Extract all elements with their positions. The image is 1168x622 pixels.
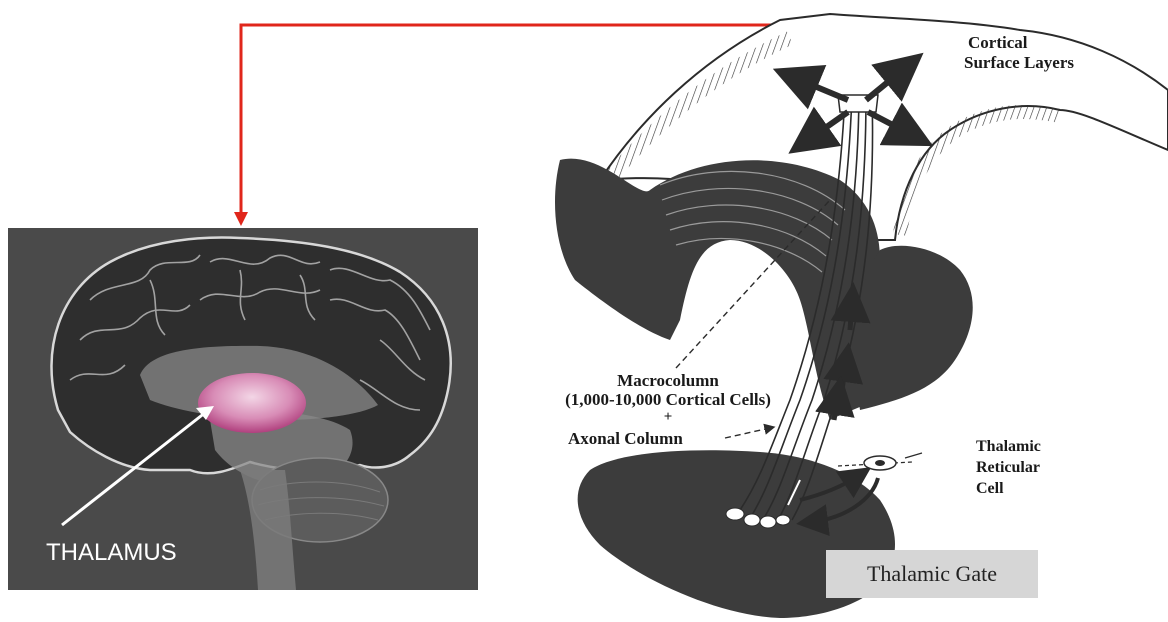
- cortical-surface-label-1: Cortical: [968, 33, 1028, 52]
- cortex-illustration: [555, 14, 1168, 618]
- reticular-label-1: Thalamic: [976, 438, 1041, 455]
- thalamic-gate-label: Thalamic Gate: [826, 550, 1038, 598]
- macrocolumn-label-1: Macrocolumn: [617, 371, 719, 390]
- macrocolumn-label-2: (1,000-10,000 Cortical Cells): [565, 390, 771, 409]
- reticular-cell: [838, 456, 912, 470]
- reticular-label-3: Cell: [976, 480, 1004, 497]
- axonal-column-label: Axonal Column: [568, 429, 683, 448]
- reticular-label-2: Reticular: [976, 459, 1040, 476]
- plus-label: +: [664, 409, 673, 425]
- thalamus-label: THALAMUS: [46, 539, 177, 566]
- cortical-surface-label-2: Surface Layers: [964, 53, 1074, 72]
- thalamus-highlight: [198, 373, 306, 433]
- brain-panel: [8, 228, 478, 590]
